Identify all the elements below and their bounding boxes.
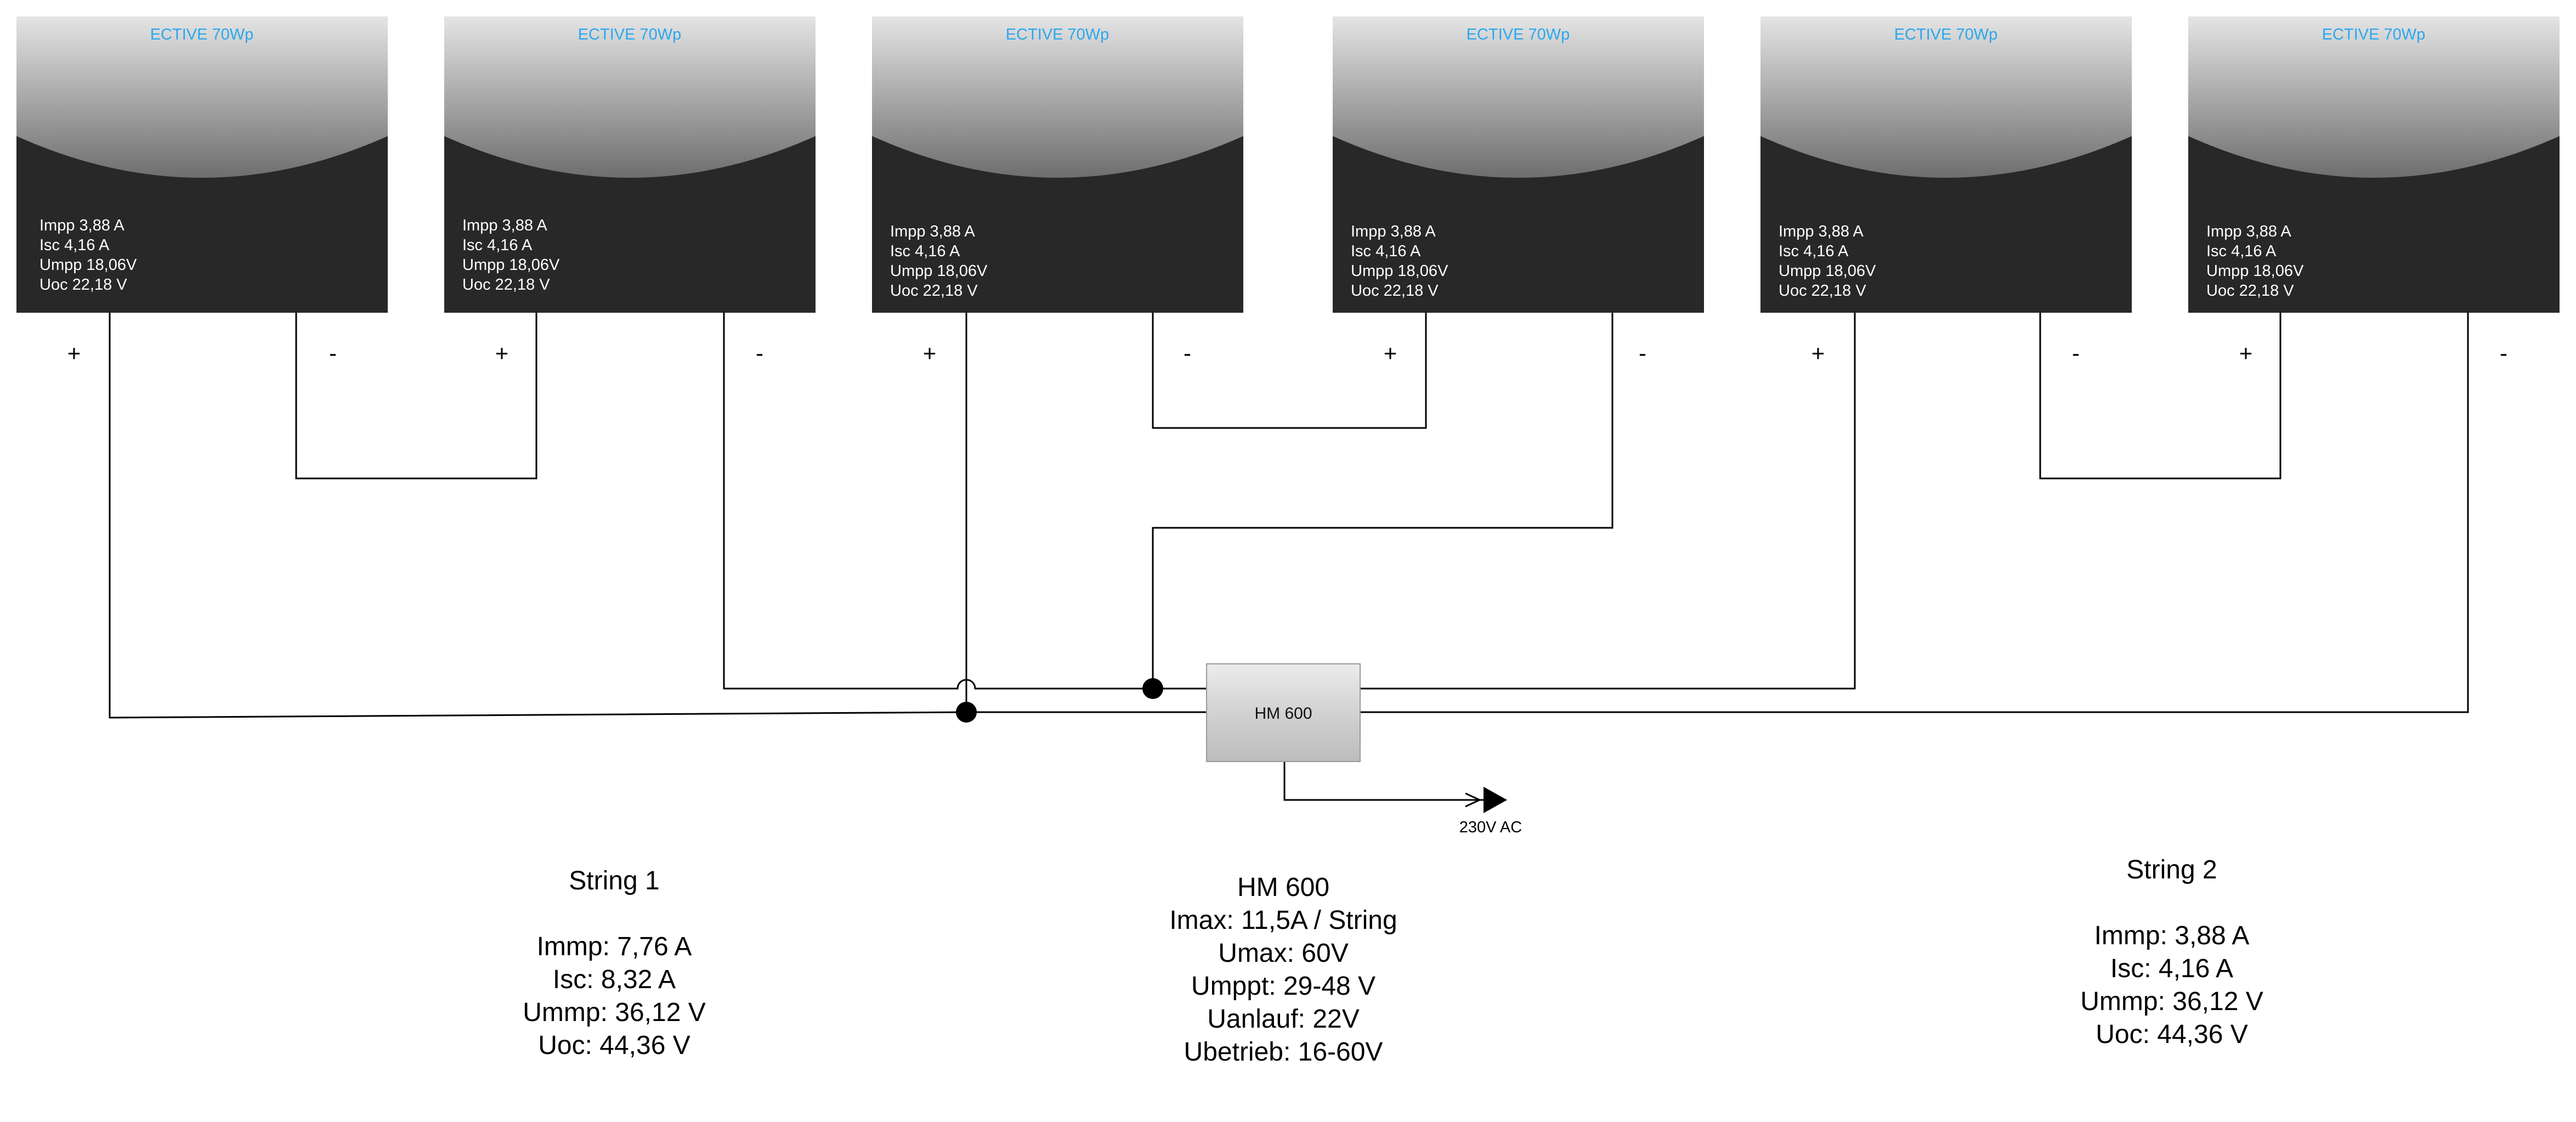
wire-main-bus-right xyxy=(1360,313,2469,713)
inverter-label: HM 600 xyxy=(1254,704,1312,723)
terminal-plus-5: + xyxy=(1811,340,1825,366)
junction-dot-main xyxy=(956,702,977,723)
string2-summary: String 2 Immp: 3,88 A Isc: 4,16 A Ummp: … xyxy=(2018,854,2325,1051)
panel-isc: Isc 4,16 A xyxy=(890,243,960,260)
panel-glare xyxy=(2188,16,2560,178)
string1-spacer xyxy=(461,898,768,931)
string2-immp: Immp: 3,88 A xyxy=(2094,921,2250,950)
string2-ummp: Ummp: 36,12 V xyxy=(2080,987,2263,1016)
panel-title: ECTIVE 70Wp xyxy=(578,26,682,43)
panel-title: ECTIVE 70Wp xyxy=(150,26,254,43)
inverter-hm600: HM 600 xyxy=(1206,663,1361,762)
wire-upper-bus-right xyxy=(1360,313,1856,690)
string2-spacer xyxy=(2018,887,2325,920)
wire-main-bus-left xyxy=(109,313,1207,719)
terminal-minus-3: - xyxy=(1184,340,1191,366)
solar-panel-4: ECTIVE 70Wp Impp 3,88 A Isc 4,16 A Umpp … xyxy=(1333,16,1704,313)
string1-isc: Isc: 8,32 A xyxy=(552,965,676,994)
panel-isc: Isc 4,16 A xyxy=(1779,243,1849,260)
inverter-specs-ubetrieb: Ubetrieb: 16-60V xyxy=(1184,1038,1383,1067)
panel-glare xyxy=(16,16,388,178)
panel-isc: Isc 4,16 A xyxy=(462,236,533,254)
junction-dot-upper xyxy=(1142,678,1163,699)
string2-title: String 2 xyxy=(2126,855,2217,884)
wire-upper-bus-left xyxy=(723,313,1207,690)
solar-panel-2: ECTIVE 70Wp Impp 3,88 A Isc 4,16 A Umpp … xyxy=(444,16,816,313)
panel-glare xyxy=(1760,16,2132,178)
ac-output-label: 230V AC xyxy=(1459,819,1522,836)
terminal-minus-5: - xyxy=(2072,340,2080,366)
string1-title: String 1 xyxy=(569,866,660,895)
string1-summary: String 1 Immp: 7,76 A Isc: 8,32 A Ummp: … xyxy=(461,865,768,1062)
terminal-minus-6: - xyxy=(2500,340,2507,366)
inverter-specs-title: HM 600 xyxy=(1237,873,1330,902)
panel-uoc: Uoc 22,18 V xyxy=(39,276,127,294)
ac-output-arrow-icon xyxy=(1465,787,1507,813)
panel-uoc: Uoc 22,18 V xyxy=(1779,282,1866,300)
inverter-specs-uanlauf: Uanlauf: 22V xyxy=(1207,1005,1360,1034)
terminal-plus-6: + xyxy=(2239,340,2253,366)
panel-impp: Impp 3,88 A xyxy=(890,223,975,240)
panel-title: ECTIVE 70Wp xyxy=(1006,26,1109,43)
string1-immp: Immp: 7,76 A xyxy=(536,932,692,961)
panel-glare xyxy=(872,16,1243,178)
panel-impp: Impp 3,88 A xyxy=(1351,223,1436,240)
panel-isc: Isc 4,16 A xyxy=(39,236,110,254)
inverter-specs-umax: Umax: 60V xyxy=(1218,939,1349,968)
panel-umpp: Umpp 18,06V xyxy=(1351,262,1448,280)
inverter-box xyxy=(1206,663,1361,762)
panel-title: ECTIVE 70Wp xyxy=(2322,26,2426,43)
panel-impp: Impp 3,88 A xyxy=(2206,223,2291,240)
terminal-plus-2: + xyxy=(495,340,509,366)
panel-isc: Isc 4,16 A xyxy=(2206,243,2277,260)
panel-glare xyxy=(444,16,816,178)
panel-umpp: Umpp 18,06V xyxy=(890,262,988,280)
panel-glare xyxy=(1333,16,1704,178)
string2-uoc: Uoc: 44,36 V xyxy=(2096,1020,2248,1049)
string1-ummp: Ummp: 36,12 V xyxy=(523,998,706,1027)
wire-series-string2b xyxy=(2039,313,2281,480)
wire-series-string1 xyxy=(295,313,537,480)
panel-isc: Isc 4,16 A xyxy=(1351,243,1421,260)
panel-title: ECTIVE 70Wp xyxy=(1894,26,1998,43)
panel-umpp: Umpp 18,06V xyxy=(2206,262,2304,280)
terminal-minus-1: - xyxy=(329,340,337,366)
wire-series-string2a xyxy=(1152,313,1427,429)
string2-isc: Isc: 4,16 A xyxy=(2110,954,2234,983)
panel-umpp: Umpp 18,06V xyxy=(462,256,560,274)
panel-uoc: Uoc 22,18 V xyxy=(462,276,550,294)
panel-impp: Impp 3,88 A xyxy=(462,217,547,234)
solar-panel-1: ECTIVE 70Wp Impp 3,88 A Isc 4,16 A Umpp … xyxy=(16,16,388,313)
inverter-specs-imax: Imax: 11,5A / String xyxy=(1169,906,1397,935)
wire-ac-output xyxy=(1283,762,1486,801)
panel-impp: Impp 3,88 A xyxy=(39,217,124,234)
terminal-plus-3: + xyxy=(923,340,937,366)
inverter-specs: HM 600 Imax: 11,5A / String Umax: 60V Um… xyxy=(1097,871,1470,1069)
solar-panel-3: ECTIVE 70Wp Impp 3,88 A Isc 4,16 A Umpp … xyxy=(872,16,1243,313)
wire-panel4-minus xyxy=(1152,313,1613,689)
panel-impp: Impp 3,88 A xyxy=(1779,223,1864,240)
panel-uoc: Uoc 22,18 V xyxy=(1351,282,1439,300)
solar-panel-6: ECTIVE 70Wp Impp 3,88 A Isc 4,16 A Umpp … xyxy=(2188,16,2560,313)
terminal-minus-4: - xyxy=(1639,340,1646,366)
string1-uoc: Uoc: 44,36 V xyxy=(538,1031,690,1060)
panel-uoc: Uoc 22,18 V xyxy=(890,282,978,300)
panel-uoc: Uoc 22,18 V xyxy=(2206,282,2294,300)
terminal-plus-1: + xyxy=(67,340,81,366)
solar-panel-5: ECTIVE 70Wp Impp 3,88 A Isc 4,16 A Umpp … xyxy=(1760,16,2132,313)
inverter-specs-umppt: Umppt: 29-48 V xyxy=(1191,972,1376,1001)
terminal-minus-2: - xyxy=(756,340,763,366)
panel-title: ECTIVE 70Wp xyxy=(1467,26,1570,43)
panel-umpp: Umpp 18,06V xyxy=(39,256,137,274)
panel-umpp: Umpp 18,06V xyxy=(1779,262,1876,280)
terminal-plus-4: + xyxy=(1384,340,1397,366)
